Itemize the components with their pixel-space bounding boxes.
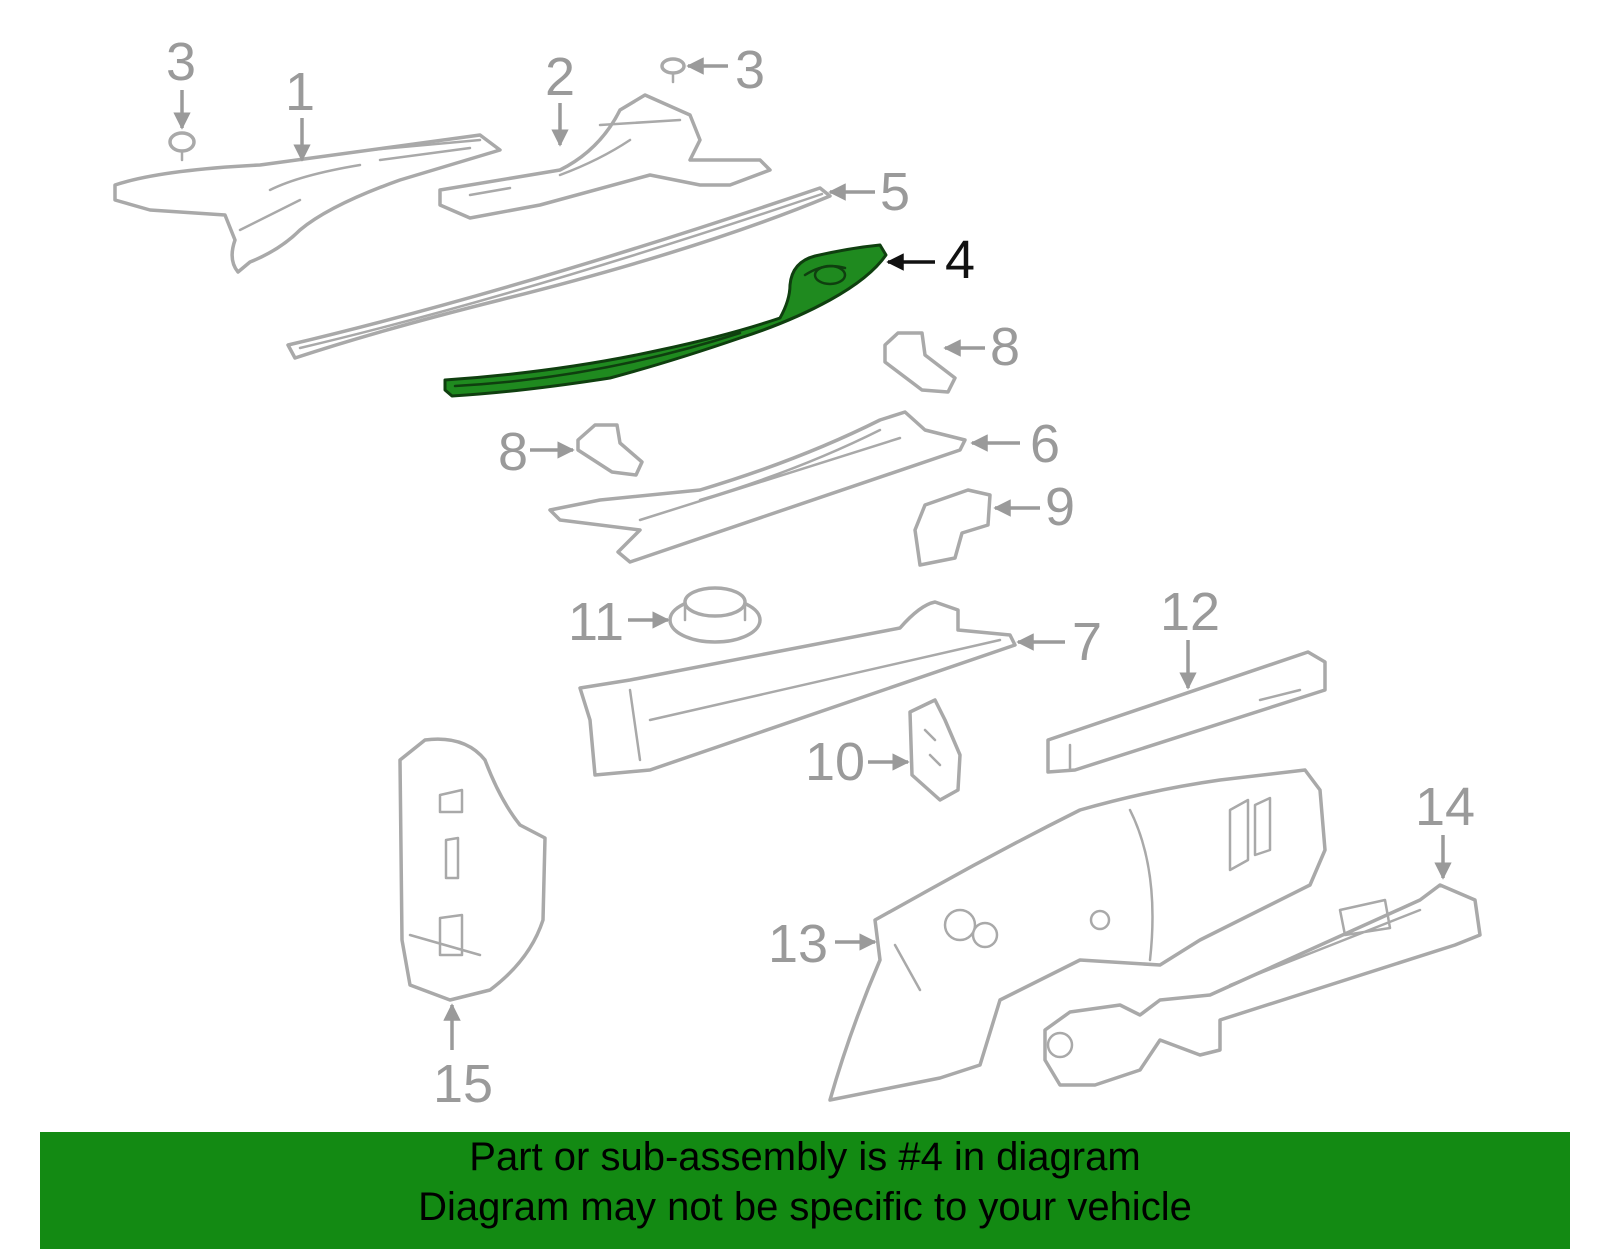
banner-line-1: Part or sub-assembly is #4 in diagram [469, 1135, 1141, 1179]
banner-line-2: Diagram may not be specific to your vehi… [418, 1185, 1192, 1229]
callout-3-right: 3 [686, 40, 765, 100]
callout-5: 5 [828, 162, 910, 222]
callout-10: 10 [805, 732, 910, 792]
label-8-lower: 8 [498, 422, 528, 482]
part-9-bracket[interactable] [913, 488, 992, 567]
callout-13: 13 [768, 914, 877, 974]
part-15-hinge-pillar[interactable] [398, 737, 547, 1002]
label-3-left: 3 [166, 32, 196, 92]
callout-7: 7 [1016, 612, 1102, 672]
label-7: 7 [1072, 612, 1102, 672]
info-banner: Part or sub-assembly is #4 in diagram Di… [40, 1132, 1570, 1249]
callout-1: 1 [285, 62, 315, 162]
part-5-cowl-strip[interactable] [286, 186, 832, 360]
callout-4: 4 [886, 230, 975, 290]
callout-8-lower: 8 [498, 422, 575, 482]
callout-14: 14 [1415, 777, 1475, 880]
label-13: 13 [768, 914, 828, 974]
label-14: 14 [1415, 777, 1475, 837]
label-5: 5 [880, 162, 910, 222]
callout-2: 2 [545, 47, 575, 147]
callout-15: 15 [433, 1003, 493, 1114]
part-2-cowl-panel-right[interactable] [438, 93, 772, 220]
callout-12: 12 [1160, 582, 1220, 690]
callout-3-left: 3 [166, 32, 196, 130]
part-3-clip-left[interactable] [168, 131, 196, 162]
part-4-cowl-cross-member-highlighted[interactable] [443, 243, 888, 398]
label-4: 4 [945, 230, 975, 290]
part-7-frame-rail[interactable] [578, 600, 1017, 777]
part-3-clip-right[interactable] [660, 57, 686, 84]
label-11: 11 [568, 592, 624, 652]
label-3-right: 3 [735, 40, 765, 100]
part-1-cowl-panel-left[interactable] [113, 133, 502, 274]
callout-11: 11 [568, 592, 670, 652]
label-6: 6 [1030, 414, 1060, 474]
callout-9: 9 [993, 477, 1075, 537]
part-13-apron-panel[interactable] [828, 768, 1327, 1102]
part-8-bracket-lower[interactable] [576, 423, 644, 477]
label-10: 10 [805, 732, 865, 792]
part-10-bracket[interactable] [908, 698, 962, 802]
part-12-reinforcement-rail[interactable] [1046, 650, 1327, 774]
callout-6: 6 [970, 414, 1060, 474]
part-8-bracket-upper[interactable] [883, 331, 957, 394]
label-9: 9 [1045, 477, 1075, 537]
label-12: 12 [1160, 582, 1220, 642]
label-2: 2 [545, 47, 575, 107]
callout-8-upper: 8 [943, 317, 1020, 377]
label-8-upper: 8 [990, 317, 1020, 377]
part-6-cross-member[interactable] [548, 410, 967, 564]
label-15: 15 [433, 1054, 493, 1114]
part-11-grommet[interactable] [668, 586, 762, 644]
label-1: 1 [285, 62, 315, 122]
parts-diagram: 3 1 2 3 5 4 8 8 6 9 11 7 [113, 32, 1482, 1114]
part-14-tie-bar[interactable] [1043, 883, 1482, 1087]
